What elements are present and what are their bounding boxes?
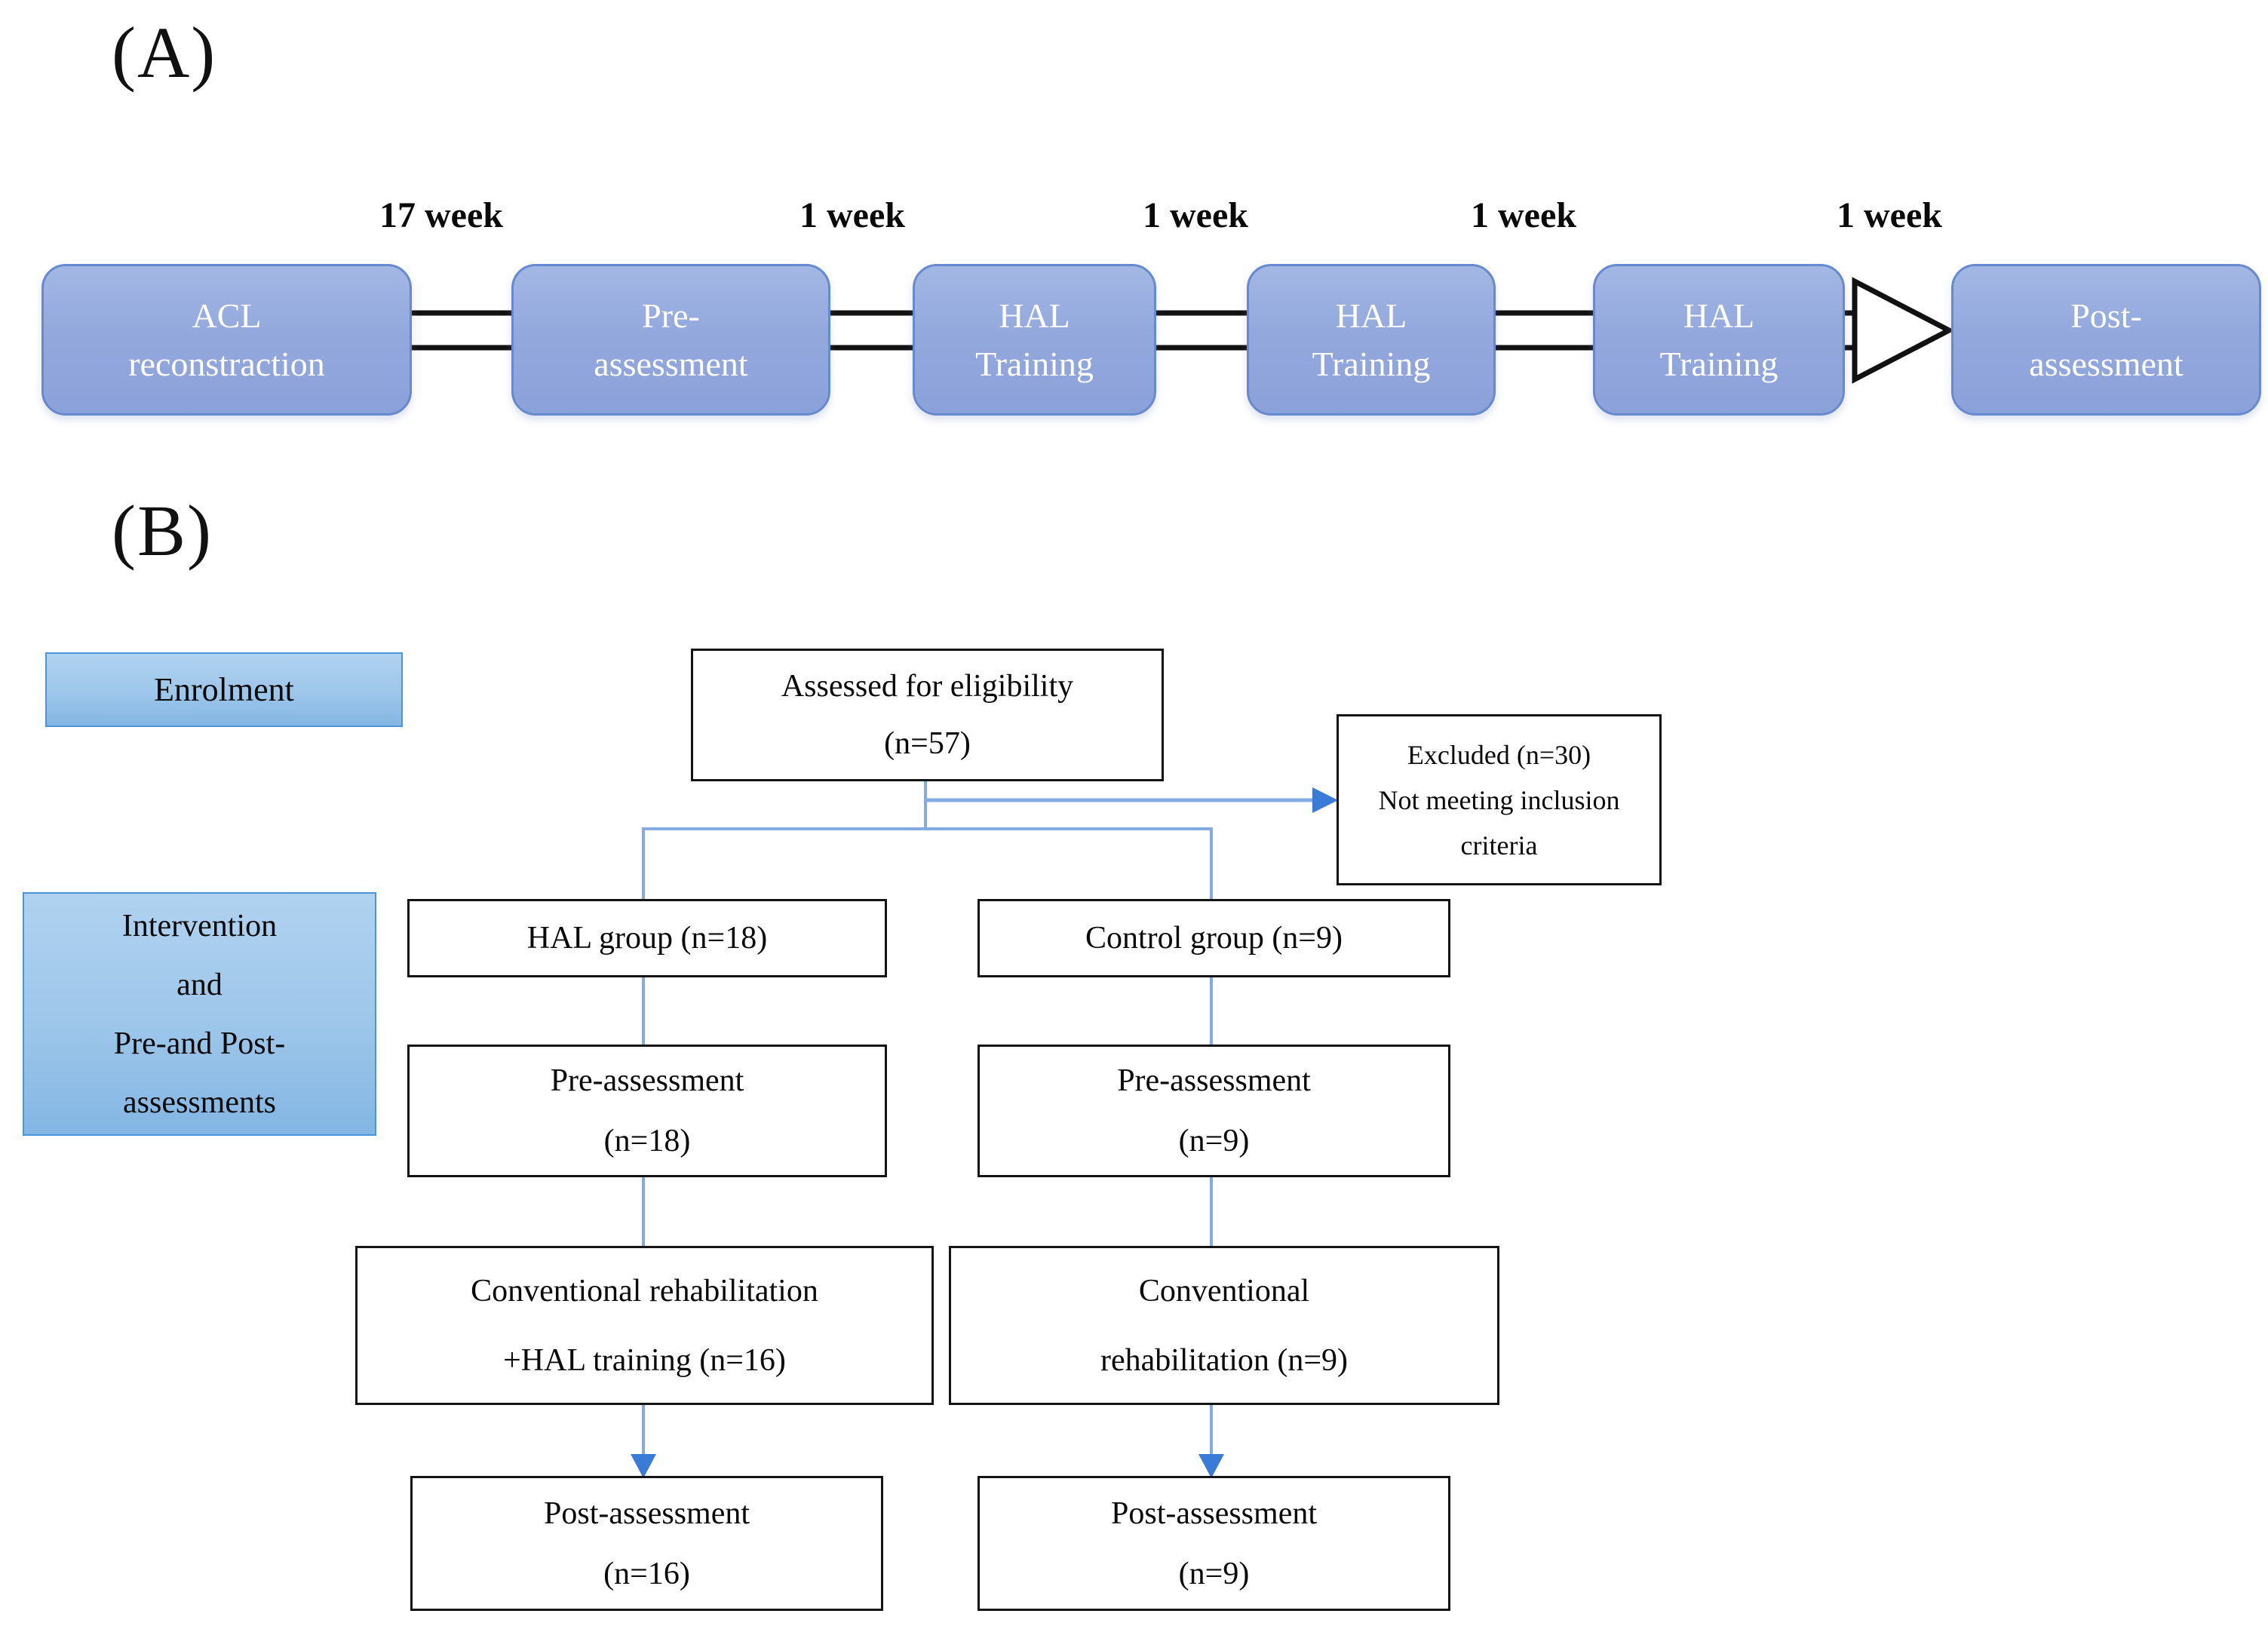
flow-box-post-assessment-hal: Post-assessment (n=16) bbox=[410, 1476, 883, 1611]
flow-box-text: Pre-assessment bbox=[550, 1063, 744, 1098]
flow-box-text: (n=16) bbox=[603, 1556, 690, 1591]
timeline-box-text: HAL bbox=[1335, 296, 1407, 335]
panel-a-label: (A) bbox=[112, 12, 217, 93]
timeline-box-text: Pre- bbox=[642, 296, 700, 335]
timeline-box-text: HAL bbox=[999, 296, 1070, 335]
flow-box-post-assessment-control: Post-assessment (n=9) bbox=[977, 1476, 1450, 1611]
flow-box-text: rehabilitation (n=9) bbox=[1100, 1342, 1349, 1378]
intervention-stage-text: and bbox=[176, 967, 223, 1002]
timeline-box-post-assessment: Post- assessment bbox=[1951, 264, 2261, 416]
excluded-arrow-head-icon bbox=[1312, 787, 1338, 813]
timeline-box-text: assessment bbox=[594, 344, 748, 383]
intervention-stage-label: Intervention and Pre-and Post- assessmen… bbox=[23, 892, 376, 1136]
timeline-box-text: Training bbox=[975, 344, 1094, 383]
flow-box-text: Pre-assessment bbox=[1117, 1063, 1311, 1098]
flow-box-pre-assessment-control: Pre-assessment (n=9) bbox=[977, 1045, 1450, 1177]
interval-label-1: 17 week bbox=[379, 195, 503, 235]
flow-box-text: Assessed for eligibility bbox=[781, 669, 1074, 704]
timeline-box-acl-reconstruction: ACL reconstraction bbox=[41, 264, 412, 416]
enrolment-stage-label: Enrolment bbox=[45, 652, 403, 727]
flow-box-conventional-hal: Conventional rehabilitation +HAL trainin… bbox=[355, 1246, 934, 1405]
intervention-stage-text: Intervention bbox=[121, 908, 278, 943]
flow-box-text: (n=9) bbox=[1178, 1556, 1250, 1591]
flow-box-text: (n=57) bbox=[884, 726, 971, 761]
flow-box-text: HAL group (n=18) bbox=[526, 921, 768, 956]
flow-box-conventional-control: Conventional rehabilitation (n=9) bbox=[949, 1246, 1499, 1405]
flow-box-text: +HAL training (n=16) bbox=[503, 1342, 786, 1378]
timeline-box-hal-training-3: HAL Training bbox=[1593, 264, 1845, 416]
flow-box-text: Post-assessment bbox=[544, 1496, 750, 1531]
flow-box-control-group: Control group (n=9) bbox=[977, 899, 1450, 977]
timeline-box-text: reconstraction bbox=[128, 344, 325, 383]
flow-box-text: Control group (n=9) bbox=[1085, 921, 1343, 956]
flow-box-assessed: Assessed for eligibility (n=57) bbox=[691, 649, 1164, 781]
flow-box-text: Excluded (n=30) bbox=[1407, 739, 1591, 770]
timeline-box-hal-training-1: HAL Training bbox=[913, 264, 1156, 416]
flow-box-pre-assessment-hal: Pre-assessment (n=18) bbox=[407, 1045, 887, 1177]
flow-box-excluded: Excluded (n=30) Not meeting inclusion cr… bbox=[1337, 714, 1662, 885]
timeline-box-text: Post- bbox=[2070, 296, 2142, 335]
enrolment-stage-text: Enrolment bbox=[154, 671, 294, 708]
flow-box-text: Conventional rehabilitation bbox=[471, 1273, 818, 1308]
flow-box-text: Not meeting inclusion bbox=[1378, 784, 1620, 815]
flow-box-text: Conventional bbox=[1138, 1273, 1310, 1308]
flow-box-hal-group: HAL group (n=18) bbox=[407, 899, 887, 977]
flow-box-text: (n=9) bbox=[1178, 1124, 1250, 1158]
panel-b-label: (B) bbox=[112, 490, 213, 571]
interval-label-4: 1 week bbox=[1471, 195, 1576, 235]
flow-box-text: criteria bbox=[1460, 830, 1538, 861]
timeline-arrow-head-icon bbox=[1852, 277, 1955, 384]
timeline-box-pre-assessment: Pre- assessment bbox=[511, 264, 830, 416]
intervention-stage-text: Pre-and Post- bbox=[113, 1026, 286, 1061]
timeline-box-text: assessment bbox=[2029, 344, 2184, 383]
interval-label-3: 1 week bbox=[1143, 195, 1248, 235]
timeline-box-text: ACL bbox=[192, 296, 262, 335]
control-post-arrow-head-icon bbox=[1198, 1454, 1224, 1478]
hal-post-arrow-head-icon bbox=[631, 1454, 656, 1478]
interval-label-5: 1 week bbox=[1837, 195, 1942, 235]
timeline-box-text: HAL bbox=[1683, 296, 1755, 335]
interval-label-2: 1 week bbox=[799, 195, 905, 235]
intervention-stage-text: assessments bbox=[123, 1084, 276, 1120]
timeline-box-text: Training bbox=[1659, 344, 1778, 383]
flow-box-text: (n=18) bbox=[603, 1124, 691, 1158]
flow-box-text: Post-assessment bbox=[1111, 1496, 1317, 1531]
timeline-box-text: Training bbox=[1312, 344, 1431, 383]
timeline-box-hal-training-2: HAL Training bbox=[1247, 264, 1496, 416]
